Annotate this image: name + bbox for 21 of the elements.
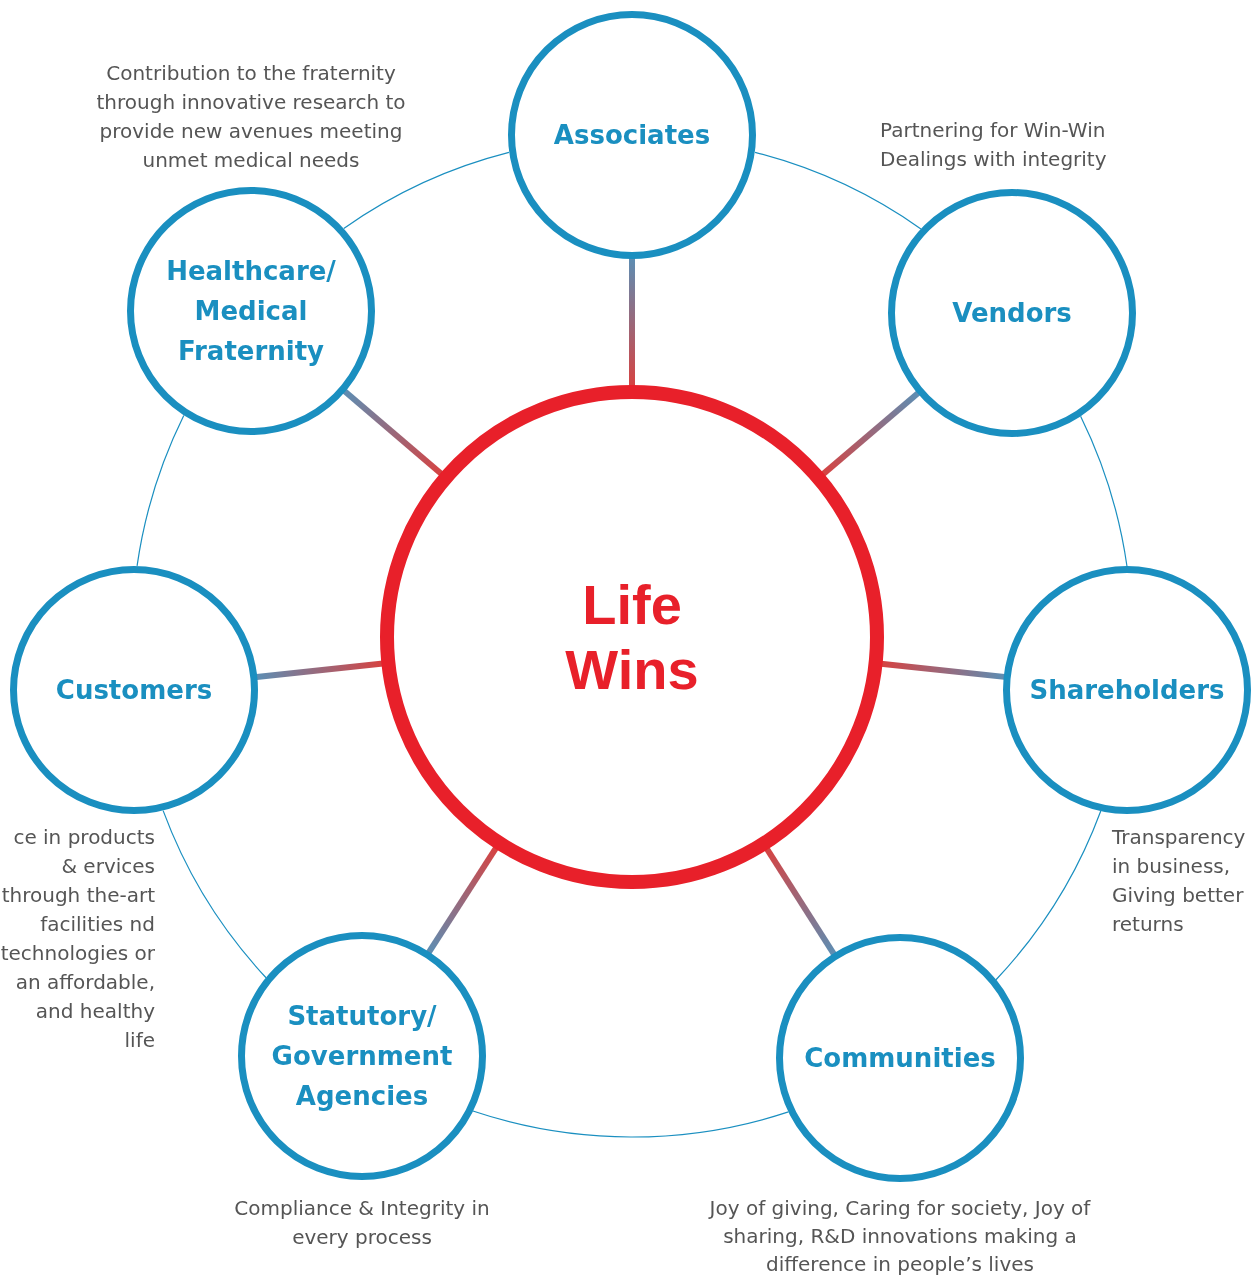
stakeholder-label: Healthcare/ Medical Fraternity: [165, 255, 337, 368]
stakeholder-description: Contribution to the fraternity through innovative research to provide new avenues meeting unmet medical needs: [95, 60, 407, 174]
stakeholder-description: Transparency in business, Giving better returns: [1112, 824, 1247, 938]
stakeholder-label: Associates: [552, 119, 712, 152]
stakeholder-description: Compliance & Integrity in every process: [233, 1195, 491, 1251]
ring-connector: [1080, 415, 1128, 567]
stakeholder-label: Statutory/ Government Agencies: [270, 1000, 454, 1113]
stakeholder-label: Vendors: [951, 297, 1073, 330]
stakeholder-description: Partnering for Win-Win Dealings with integrity: [880, 117, 1108, 173]
ring-connector: [995, 810, 1102, 981]
stakeholder-description: Joy of giving, Caring for society, Joy of sharing, R&D innovations making a difference in people’s lives: [707, 1195, 1092, 1278]
ring-connector: [162, 810, 267, 979]
stakeholder-description: ce in products & ervices through the-art facilities nd technologies or an affordable, and healthy life: [0, 824, 155, 1054]
ring-connector: [754, 151, 922, 230]
stakeholder-label: Customers: [54, 674, 214, 707]
ring-connector: [136, 414, 185, 567]
ring-connector: [472, 1110, 790, 1137]
central-title: Life Wins: [564, 572, 700, 702]
ring-connector: [343, 151, 510, 230]
stakeholder-label: Communities: [803, 1042, 997, 1075]
stakeholder-label: Shareholders: [1028, 674, 1226, 707]
